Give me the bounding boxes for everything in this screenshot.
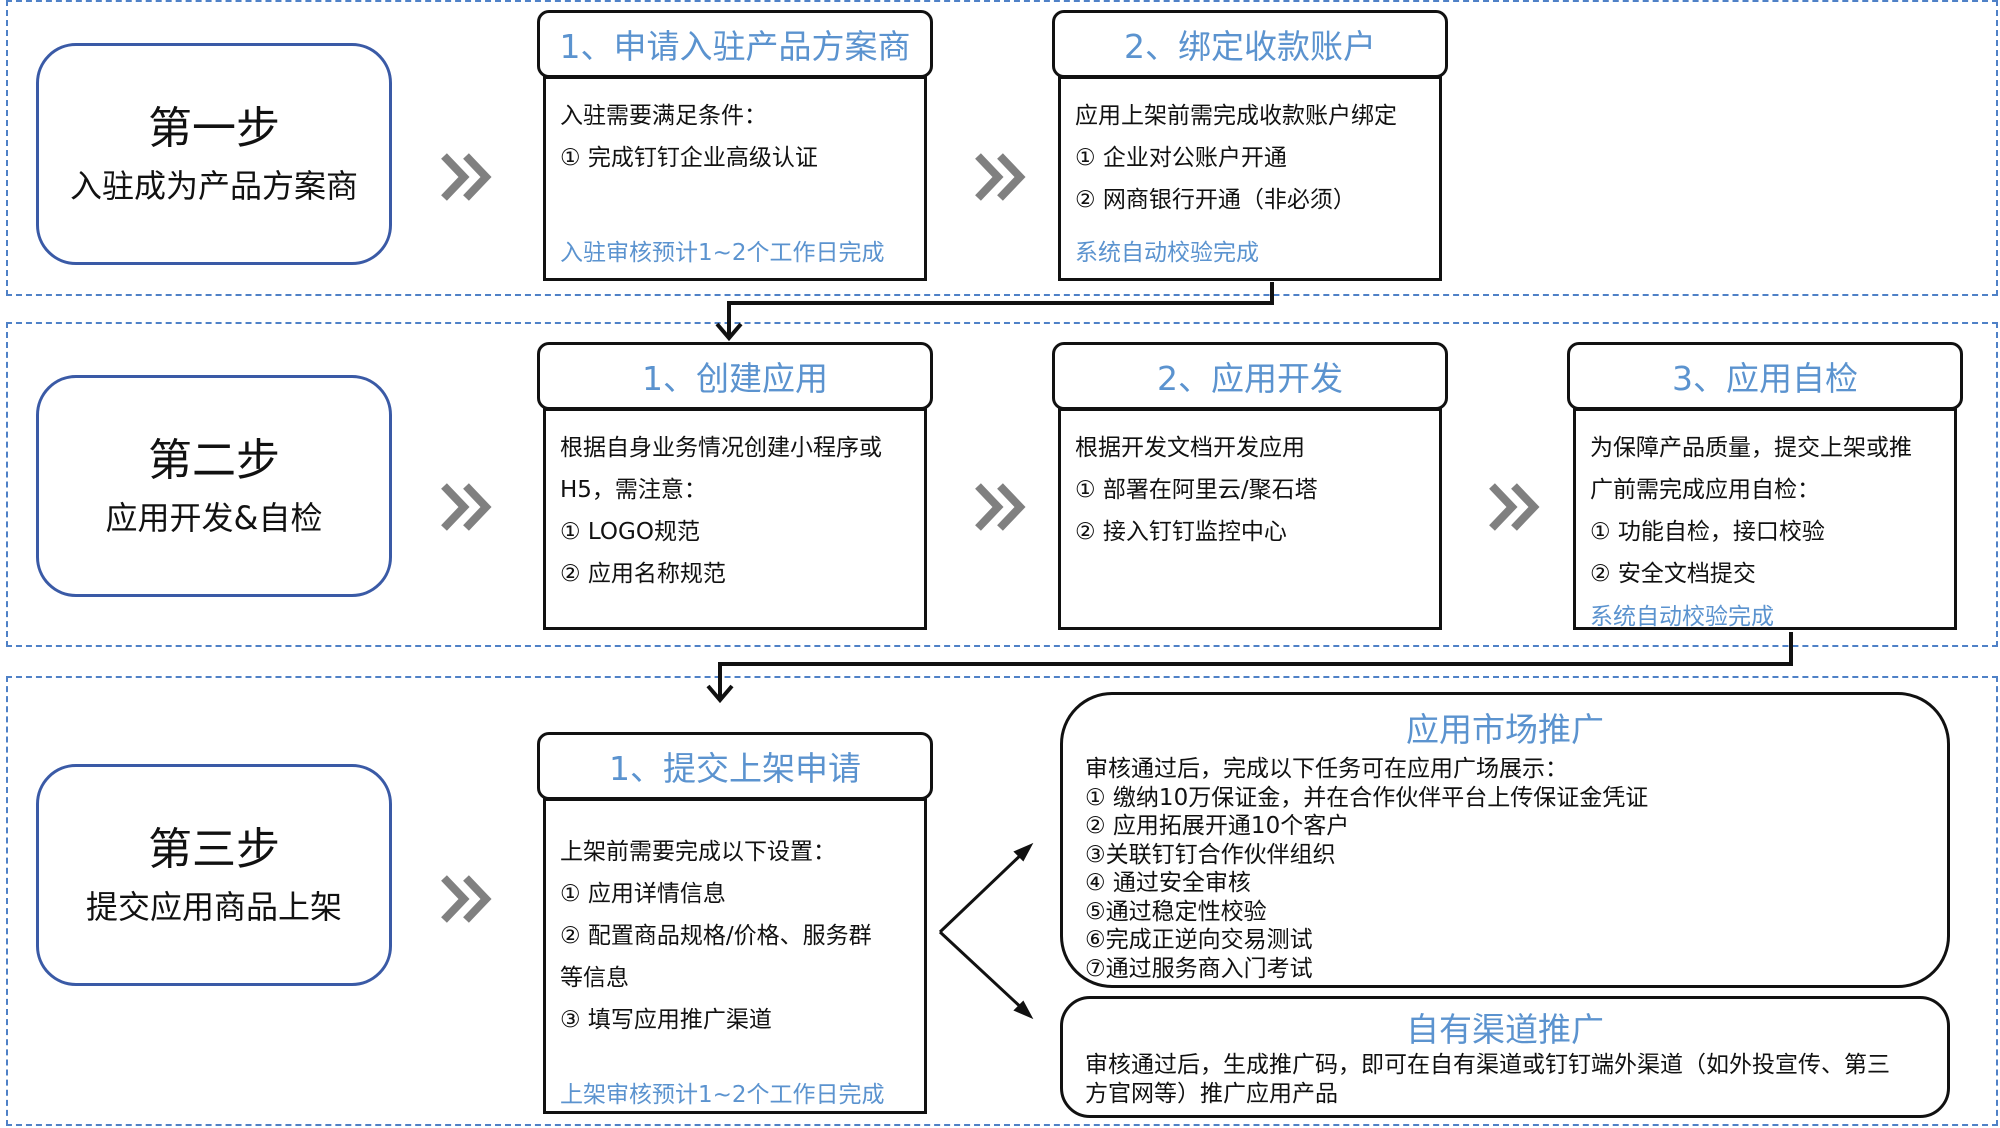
step3-card1: 上架前需要完成以下设置： ① 应用详情信息 ② 配置商品规格/价格、服务群 等信… — [543, 798, 927, 1114]
step1-title: 第一步 — [148, 102, 280, 154]
market-promotion-body: 审核通过后，完成以下任务可在应用广场展示： ① 缴纳10万保证金，并在合作伙伴平… — [1085, 755, 1929, 983]
line: ① 缴纳10万保证金，并在合作伙伴平台上传保证金凭证 — [1085, 784, 1649, 811]
step1-to-step2-arrow — [715, 282, 1274, 342]
step3-box: 第三步 提交应用商品上架 — [36, 764, 392, 986]
step2-to-step3-arrow — [706, 632, 1793, 704]
line: 审核通过后，生成推广码，即可在自有渠道或钉钉端外渠道（如外投宣传、第三 — [1085, 1052, 1890, 1078]
step1-card1-title: 1、申请入驻产品方案商 — [537, 10, 933, 78]
double-chevron-icon — [975, 483, 1026, 531]
step2-card3-body: 为保障产品质量，提交上架或推 广前需完成应用自检： ① 功能自检，接口校验 ② … — [1590, 427, 1944, 595]
step1-subtitle: 入驻成为产品方案商 — [69, 166, 358, 205]
step2-subtitle: 应用开发&自检 — [105, 498, 323, 537]
line: 上架前需要完成以下设置： — [560, 839, 836, 865]
step2-card3: 为保障产品质量，提交上架或推 广前需完成应用自检： ① 功能自检，接口校验 ② … — [1573, 408, 1957, 630]
own-channel-title: 自有渠道推广 — [1406, 1010, 1604, 1049]
line: ⑥完成正逆向交易测试 — [1085, 927, 1313, 953]
own-channel-body: 审核通过后，生成推广码，即可在自有渠道或钉钉端外渠道（如外投宣传、第三 方官网等… — [1085, 1051, 1929, 1108]
step1-card2-title: 2、绑定收款账户 — [1052, 10, 1448, 78]
double-chevron-icon — [441, 483, 492, 531]
line: 审核通过后，完成以下任务可在应用广场展示： — [1085, 756, 1568, 782]
line: 入驻需要满足条件： — [560, 103, 767, 129]
line: ② 安全文档提交 — [1590, 561, 1756, 587]
line: ④ 通过安全审核 — [1085, 870, 1251, 896]
step3-card1-note: 上架审核预计1~2个工作日完成 — [560, 1082, 885, 1108]
step2-card2-title: 2、应用开发 — [1052, 342, 1448, 410]
step1-card2-body: 应用上架前需完成收款账户绑定 ① 企业对公账户开通 ② 网商银行开通（非必须） — [1075, 95, 1429, 221]
step3-card1-body: 上架前需要完成以下设置： ① 应用详情信息 ② 配置商品规格/价格、服务群 等信… — [560, 831, 914, 1041]
line: 等信息 — [560, 965, 629, 991]
line: ⑦通过服务商入门考试 — [1085, 955, 1313, 982]
line: ⑤通过稳定性校验 — [1085, 898, 1267, 925]
line: ① 部署在阿里云/聚石塔 — [1075, 477, 1318, 503]
step2-card3-title: 3、应用自检 — [1567, 342, 1963, 410]
step2-title: 第二步 — [148, 434, 280, 486]
line: 根据自身业务情况创建小程序或 — [560, 435, 882, 461]
section-step2 — [6, 322, 1998, 647]
line: 方官网等）推广应用产品 — [1085, 1080, 1338, 1107]
section-step3 — [6, 676, 1998, 1126]
line: ① LOGO规范 — [560, 519, 700, 545]
line: 根据开发文档开发应用 — [1075, 435, 1305, 461]
line: ① 功能自检，接口校验 — [1590, 519, 1825, 545]
own-channel-box: 自有渠道推广 审核通过后，生成推广码，即可在自有渠道或钉钉端外渠道（如外投宣传、… — [1060, 996, 1950, 1118]
fork-to-market-arrow — [938, 842, 1034, 934]
step1-box: 第一步 入驻成为产品方案商 — [36, 43, 392, 265]
line: ② 配置商品规格/价格、服务群 — [560, 923, 872, 949]
line: H5，需注意： — [560, 477, 707, 503]
line: ① 完成钉钉企业高级认证 — [560, 145, 818, 171]
step1-card1-body: 入驻需要满足条件： ① 完成钉钉企业高级认证 — [560, 95, 914, 179]
step3-card1-title: 1、提交上架申请 — [537, 732, 933, 800]
step1-card1: 入驻需要满足条件： ① 完成钉钉企业高级认证 入驻审核预计1~2个工作日完成 — [543, 76, 927, 281]
line: ③ 填写应用推广渠道 — [560, 1007, 772, 1033]
line: 广前需完成应用自检： — [1590, 477, 1820, 503]
double-chevron-icon — [975, 153, 1026, 201]
step1-card2-note: 系统自动校验完成 — [1075, 240, 1259, 266]
line: 应用上架前需完成收款账户绑定 — [1075, 103, 1397, 129]
step1-card1-note: 入驻审核预计1~2个工作日完成 — [560, 240, 885, 266]
double-chevron-icon — [441, 153, 492, 201]
section-step1 — [6, 0, 1998, 296]
step2-card1-body: 根据自身业务情况创建小程序或 H5，需注意： ① LOGO规范 ② 应用名称规范 — [560, 427, 914, 595]
line: ② 接入钉钉监控中心 — [1075, 519, 1287, 545]
step2-card1-title: 1、创建应用 — [537, 342, 933, 410]
step1-card2: 应用上架前需完成收款账户绑定 ① 企业对公账户开通 ② 网商银行开通（非必须） … — [1058, 76, 1442, 281]
line: ② 网商银行开通（非必须） — [1075, 187, 1356, 213]
line: ① 企业对公账户开通 — [1075, 145, 1287, 171]
step2-card2-body: 根据开发文档开发应用 ① 部署在阿里云/聚石塔 ② 接入钉钉监控中心 — [1075, 427, 1429, 553]
line: ③关联钉钉合作伙伴组织 — [1085, 841, 1336, 868]
market-promotion-title: 应用市场推广 — [1406, 710, 1604, 749]
double-chevron-icon — [1489, 483, 1540, 531]
step2-card3-note: 系统自动校验完成 — [1590, 604, 1774, 630]
line: ② 应用拓展开通10个客户 — [1085, 813, 1350, 839]
step2-box: 第二步 应用开发&自检 — [36, 375, 392, 597]
double-chevron-icon — [441, 875, 492, 923]
line: 为保障产品质量，提交上架或推 — [1590, 435, 1912, 461]
fork-to-own-channel-arrow — [938, 930, 1034, 1020]
step3-title: 第三步 — [148, 823, 280, 875]
line: ① 应用详情信息 — [560, 881, 726, 907]
step3-subtitle: 提交应用商品上架 — [85, 887, 342, 926]
market-promotion-box: 应用市场推广 审核通过后，完成以下任务可在应用广场展示： ① 缴纳10万保证金，… — [1060, 692, 1950, 988]
step2-card2: 根据开发文档开发应用 ① 部署在阿里云/聚石塔 ② 接入钉钉监控中心 — [1058, 408, 1442, 630]
step2-card1: 根据自身业务情况创建小程序或 H5，需注意： ① LOGO规范 ② 应用名称规范 — [543, 408, 927, 630]
line: ② 应用名称规范 — [560, 561, 726, 587]
